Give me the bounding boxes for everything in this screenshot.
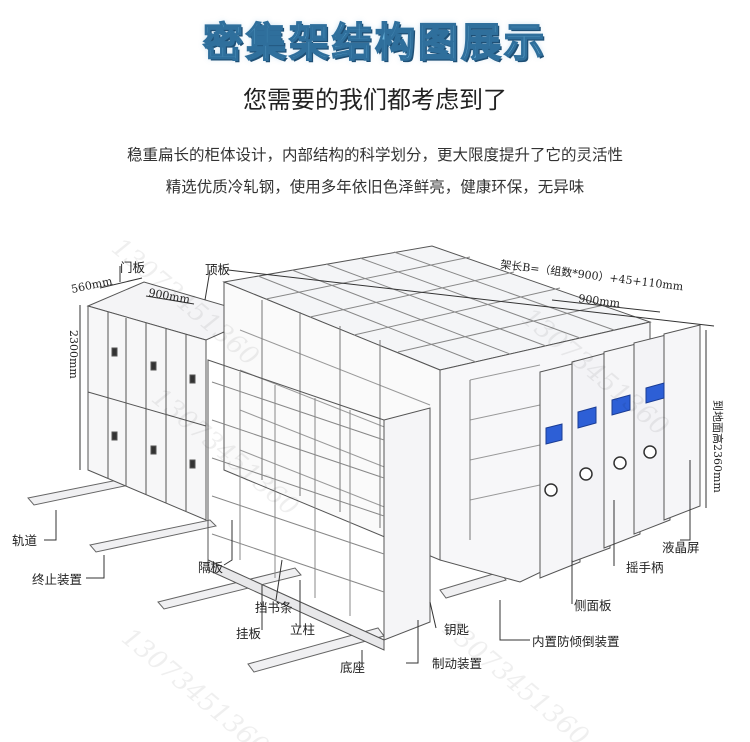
label-base: 底座 xyxy=(340,660,365,675)
rails xyxy=(27,477,507,673)
left-cabinet xyxy=(86,281,262,521)
dim-height-right: 到地面高2360mm xyxy=(711,400,725,493)
description-line-1: 稳重扁长的柜体设计，内部结构的科学划分，更大限度提升了它的灵活性 xyxy=(126,146,623,164)
label-stop: 终止装置 xyxy=(32,572,82,587)
page-subtitle: 您需要的我们都考虑到了 xyxy=(243,86,507,114)
label-side: 侧面板 xyxy=(574,598,612,613)
label-key: 钥匙 xyxy=(444,622,470,637)
watermark-5: 13073451360 xyxy=(436,612,595,742)
dimension-lines xyxy=(79,269,715,508)
label-lcd: 液晶屏 xyxy=(662,540,700,555)
label-brake: 制动装置 xyxy=(432,656,482,671)
component-labels: 门板 顶板 轨道 终止装置 隔板 挡书条 挂板 立柱 底座 钥匙 制动装置 内置… xyxy=(12,260,700,675)
leader-lines xyxy=(44,266,691,665)
front-unit xyxy=(207,359,431,651)
label-rail: 轨道 xyxy=(12,533,38,548)
label-book-bar: 挡书条 xyxy=(255,600,293,615)
label-shelf: 隔板 xyxy=(198,560,224,575)
label-handle: 摇手柄 xyxy=(626,560,664,575)
label-post: 立柱 xyxy=(290,622,315,637)
page-title: 密集架结构图展示 xyxy=(202,19,547,67)
label-top: 顶板 xyxy=(205,262,231,277)
dim-depth: 560mm xyxy=(70,274,114,296)
description-line-2: 精选优质冷轧钢，使用多年依旧色泽鲜亮，健康环保，无异味 xyxy=(165,178,585,196)
label-door: 门板 xyxy=(120,260,146,275)
dim-width-2: 900mm xyxy=(578,292,622,310)
label-anti-tilt: 内置防倾倒装置 xyxy=(532,634,620,649)
dim-height-left: 2300mm xyxy=(67,330,80,379)
label-hang: 挂板 xyxy=(236,626,262,641)
